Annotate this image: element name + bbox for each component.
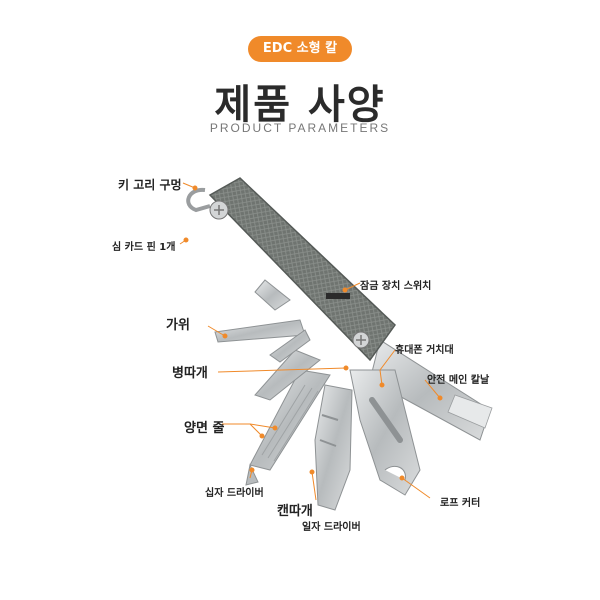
can-opener-tool <box>314 384 353 511</box>
bottle-opener-tool <box>254 349 321 401</box>
label-can-opener: 캔따개 <box>277 504 313 519</box>
label-key-ring-hole: 키 고리 구멍 <box>118 178 182 192</box>
label-rope-cutter: 로프 커터 <box>440 498 481 509</box>
page-subtitle: PRODUCT PARAMETERS <box>209 121 391 135</box>
label-sim-card-pin: 심 카드 핀 1개 <box>112 242 176 253</box>
label-phone-stand: 휴대폰 거치대 <box>395 345 454 356</box>
file-tool <box>245 369 331 486</box>
label-flat-driver: 일자 드라이버 <box>302 522 361 533</box>
page-title: 제품 사양 <box>214 82 386 128</box>
label-lock-switch: 잠금 장치 스위치 <box>360 281 432 292</box>
label-scissors: 가위 <box>166 318 190 333</box>
key-ring-loop <box>186 187 211 213</box>
label-bottle-opener: 병따개 <box>172 366 208 381</box>
label-double-file: 양면 줄 <box>184 421 225 436</box>
category-badge: EDC 소형 칼 <box>248 36 352 62</box>
callout-lines <box>179 182 443 501</box>
label-phillips-driver: 십자 드라이버 <box>205 488 264 499</box>
scissors-tool <box>214 279 311 363</box>
label-main-blade: 안전 메인 칼날 <box>427 375 490 386</box>
tool-handle <box>208 177 396 362</box>
main-blade <box>369 339 493 441</box>
rope-cutter-tool <box>349 369 421 496</box>
